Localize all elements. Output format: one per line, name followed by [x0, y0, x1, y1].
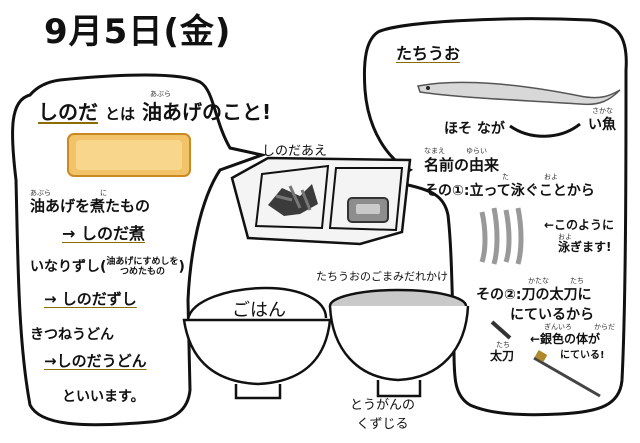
dish-tachiuo-label: たちうおのごまみだれかけ [316, 270, 448, 283]
ruby-abura-2: あぶら [30, 189, 51, 197]
left-heading-mid: とは [104, 105, 135, 123]
silver-line2: にている! [560, 350, 605, 361]
tray-right-compartment [328, 167, 404, 232]
shape-label-2: い魚 [588, 117, 616, 133]
left-line1: 油あげを煮たもの [30, 197, 151, 215]
ruby-abura: あぶら [150, 90, 171, 98]
rice-bowl-icon [182, 286, 332, 400]
left-heading-term: しのだ [38, 100, 98, 124]
soup-label: とうがんの くずじる [350, 394, 415, 432]
long-shape-arrow [509, 122, 581, 138]
left-line3-note: 油あげにすめしをつめたもの [106, 257, 178, 277]
left-line3: いなりずし(油あげにすめしをつめたもの) [30, 256, 185, 277]
tray-left-compartment [254, 164, 330, 230]
left-line6: →しのだうどん [44, 352, 147, 370]
ruby-ni: に [100, 189, 107, 197]
silver-line1: ←銀色の体が [530, 332, 601, 346]
sword-label: 太刀 [490, 349, 515, 363]
swim-note1: ←このように [544, 218, 615, 232]
shape-label-1: ほそ なが [444, 121, 505, 137]
left-line4: → しのだずし [44, 290, 137, 308]
tachiuo-sesame-icon [347, 197, 389, 223]
sword-icon [490, 320, 601, 398]
ruby-sakana: さかな [592, 107, 613, 115]
rice-label: ごはん [232, 300, 286, 321]
ruby-tachi: たち [570, 277, 584, 285]
left-line2: → しのだ煮 [62, 224, 145, 243]
ruby-karada: からだ [594, 323, 615, 331]
aburaage-icon-inner [76, 140, 182, 170]
right-title: たちうお [396, 44, 461, 63]
soup-label-line2: くずじる [356, 417, 409, 432]
ruby-namae: なまえ [424, 147, 445, 155]
left-line3-pre: いなりずし( [30, 259, 107, 275]
ruby-oyo: およ [544, 173, 558, 181]
ruby-giniro: ぎんいろ [544, 323, 572, 331]
tachiuo-fish-icon [417, 81, 621, 106]
swim-note2: 泳ぎます! [558, 240, 612, 254]
ruby-yurai: ゆらい [466, 147, 487, 155]
left-heading: しのだ とは 油あげのこと! [38, 96, 271, 125]
reason2-line2: にているから [510, 307, 594, 323]
date-heading: 9月5日(金) [44, 12, 232, 52]
dish-shinoda-ae-label: しのだあえ [262, 144, 328, 159]
left-line3-note2: つめたもの [119, 267, 165, 277]
shinoda-ae-food-icon [268, 184, 318, 216]
reason1: その①:立って泳ぐことから [424, 183, 595, 199]
left-heading-post: 油あげのこと! [141, 100, 272, 124]
left-line3-post: ) [178, 259, 185, 275]
standing-fish-icon [479, 207, 524, 265]
ruby-oyo2: およ [558, 233, 572, 241]
name-heading: 名前の由来 [424, 156, 500, 174]
soup-label-line1: とうがんの [350, 398, 416, 413]
left-line7: といいます。 [62, 389, 145, 405]
reason2-line1: その②:刀の太刀に [476, 287, 592, 303]
left-line5: きつねうどん [30, 327, 114, 343]
ruby-tachi2: たち [496, 341, 510, 349]
left-line3-note1: 油あげにすめしを [106, 257, 179, 267]
left-bubble-outline [11, 73, 268, 427]
ruby-katana: かたな [528, 277, 549, 285]
soup-bowl-icon [328, 288, 470, 398]
ruby-tatte: た [502, 173, 509, 181]
